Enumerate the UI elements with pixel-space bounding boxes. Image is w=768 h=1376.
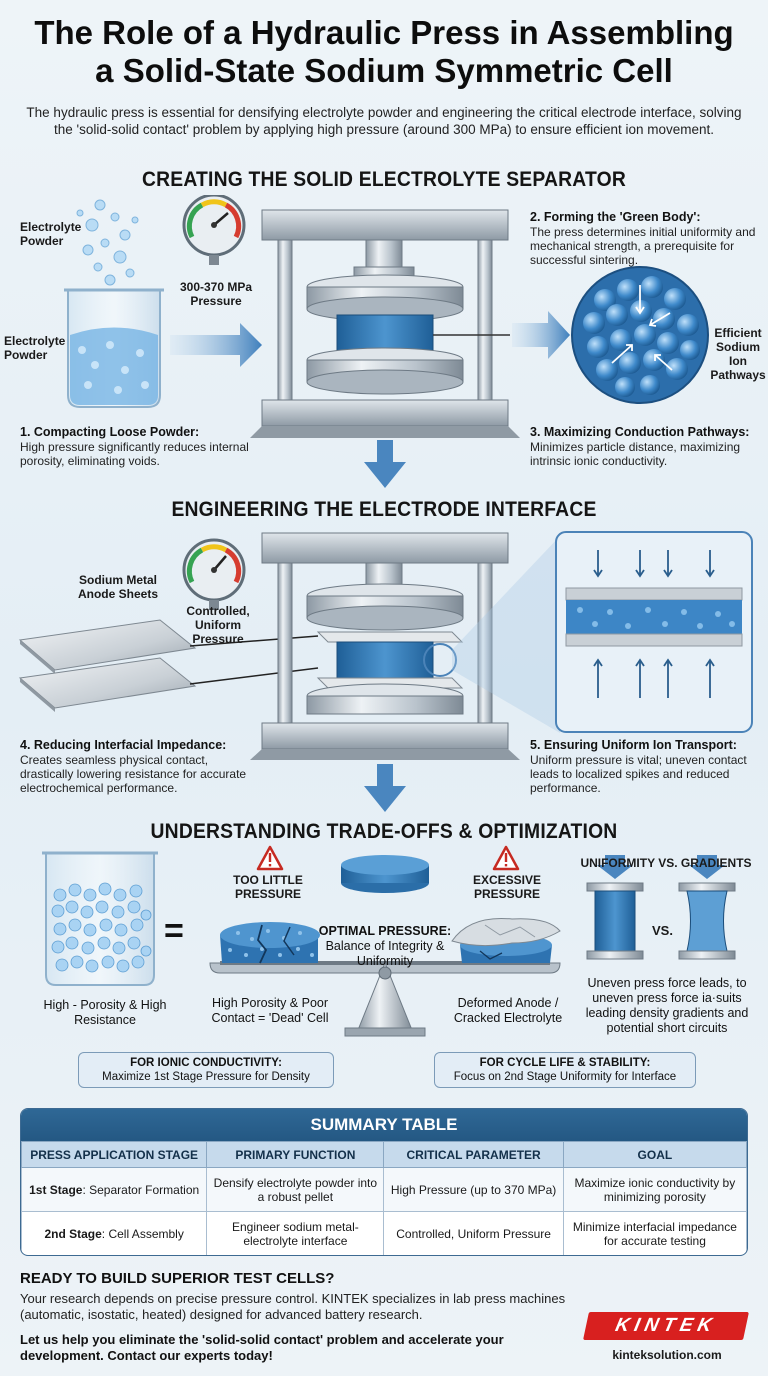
optimal-pressure-text: Balance of Integrity & Uniformity [325,939,445,968]
step-2-title: 2. Forming the 'Green Body': [530,210,701,224]
pill-2-text: Focus on 2nd Stage Uniformity for Interf… [453,1071,677,1083]
step-5-title: 5. Ensuring Uniform Ion Transport: [530,738,737,752]
title-line-2: a Solid-State Sodium Symmetric Cell [95,52,673,89]
powder-label-top: Electrolyte Powder [20,220,82,248]
pressure-gauge-icon [182,538,246,610]
arrow-right-icon [170,323,262,367]
step-4-title: 4. Reducing Interfacial Impedance: [20,738,227,752]
table-cell: Engineer sodium metal-electrolyte interf… [206,1211,385,1255]
step-3-title: 3. Maximizing Conduction Pathways: [530,425,750,439]
optimal-pressure-title: OPTIMAL PRESSURE: [318,924,452,938]
equals-sign: = [164,912,184,950]
hydraulic-press-icon [250,532,520,760]
table-cell: Densify electrolyte powder into a robust… [206,1167,385,1212]
table-row: 2nd Stage: Cell Assembly Engineer sodium… [21,1211,747,1255]
uniform-pressure-label: Controlled, Uniform Pressure [186,604,250,646]
stage-name: 1st Stage [29,1182,83,1197]
sodium-ion-pathways-icon [571,266,709,404]
step-1-block: 1. Compacting Loose Powder: High pressur… [20,425,260,468]
excessive-pressure-title: EXCESSIVE PRESSURE [472,873,542,901]
interface-illustration [18,531,753,760]
porous-beaker-icon [42,851,158,986]
arrow-down-icon [364,440,406,488]
step-1-text: High pressure significantly reduces inte… [20,440,249,468]
porous-beaker-label: High - Porosity & High Resistance [43,998,167,1027]
table-header: GOAL [562,1141,747,1168]
gauge-label: 300-370 MPa Pressure [179,280,253,308]
interface-zoom-icon [555,531,753,733]
pressure-gauge-icon [182,195,246,265]
website-link[interactable]: kinteksolution.com [612,1348,722,1362]
table-header-row: PRESS APPLICATION STAGE PRIMARY FUNCTION… [21,1141,747,1168]
summary-table-title: SUMMARY TABLE [21,1109,747,1141]
table-cell: Controlled, Uniform Pressure [383,1211,564,1255]
table-header: PRIMARY FUNCTION [206,1141,385,1168]
ionic-conductivity-pill: FOR IONIC CONDUCTIVITY: Maximize 1st Sta… [78,1052,334,1088]
pill-1-title: FOR IONIC CONDUCTIVITY: [130,1057,282,1069]
pill-1-text: Maximize 1st Stage Pressure for Density [102,1071,310,1083]
excessive-pressure-text: Deformed Anode / Cracked Electrolyte [453,996,563,1025]
anode-sheets-icon [18,619,197,712]
step-4-text: Creates seamless physical contact, drast… [20,753,247,795]
powder-label-side: Electrolyte Powder [4,334,66,362]
step-5-block: 5. Ensuring Uniform Ion Transport: Unifo… [530,738,760,795]
step-4-block: 4. Reducing Interfacial Impedance: Creat… [20,738,260,795]
section-heading-interface: ENGINEERING THE ELECTRODE INTERFACE [171,498,597,521]
cycle-life-pill: FOR CYCLE LIFE & STABILITY: Focus on 2nd… [434,1052,696,1088]
table-cell: Minimize interfacial impedance for accur… [562,1211,747,1255]
title-line-1: The Role of a Hydraulic Press in Assembl… [34,14,734,51]
gradient-cylinder-icon [678,855,736,960]
table-cell-stage: 2nd Stage: Cell Assembly [21,1211,208,1255]
warning-icon [492,845,520,871]
step-1-title: 1. Compacting Loose Powder: [20,425,200,439]
step-2-block: 2. Forming the 'Green Body': The press d… [530,210,760,267]
uniformity-title: UNIFORMITY VS. GRADIENTS [580,856,752,870]
optimal-pressure-block: OPTIMAL PRESSURE: Balance of Integrity &… [318,924,452,969]
pill-2-title: FOR CYCLE LIFE & STABILITY: [479,1057,651,1069]
table-header: CRITICAL PARAMETER [383,1141,564,1168]
table-cell: High Pressure (up to 370 MPa) [383,1167,564,1212]
cracked-pellet-icon [220,922,320,964]
deformed-anode-icon [451,917,561,963]
section-heading-separator: CREATING THE SOLID ELECTROLYTE SEPARATOR [142,168,626,191]
cta-contact-text: Let us help you eliminate the 'solid-sol… [20,1332,504,1363]
page-title: The Role of a Hydraulic Press in Assembl… [0,14,768,90]
step-3-block: 3. Maximizing Conduction Pathways: Minim… [530,425,760,468]
cta-text: Your research depends on precise pressur… [20,1291,566,1322]
vs-label: VS. [652,923,673,938]
pathway-label: Efficient Sodium Ion Pathways [710,326,766,382]
step-5-text: Uniform pressure is vital; uneven contac… [530,753,747,795]
separator-illustration [64,195,709,438]
powder-particles [76,199,139,286]
beaker-icon [64,288,164,408]
table-row: 1st Stage: Separator Formation Densify e… [21,1167,747,1212]
warning-icon [256,845,284,871]
anode-label: Sodium Metal Anode Sheets [77,573,158,601]
arrow-down-icon [364,764,406,812]
too-little-pressure-title: TOO LITTLE PRESSURE [233,873,303,901]
too-little-pressure-text: High Porosity & Poor Contact = 'Dead' Ce… [211,996,329,1025]
table-cell: Maximize ionic conductivity by minimizin… [562,1167,747,1212]
uniform-cylinder-icon [586,855,644,960]
tradeoffs-illustration [42,845,736,1037]
step-3-text: Minimizes particle distance, maximizing … [530,440,741,468]
step-2-text: The press determines initial uniformity … [530,225,756,267]
arrow-right-icon [512,311,570,359]
uniformity-text: Uneven press force leads, to uneven pres… [585,976,749,1035]
stage-name: 2nd Stage [44,1226,102,1241]
stage-desc: : Separator Formation [82,1182,200,1197]
stage-desc: : Cell Assembly [101,1226,184,1241]
table-header: PRESS APPLICATION STAGE [21,1141,208,1168]
summary-table: SUMMARY TABLE PRESS APPLICATION STAGE PR… [20,1108,748,1256]
hydraulic-press-icon [250,209,520,438]
intro-text: The hydraulic press is essential for den… [26,105,742,137]
cta-heading: READY TO BUILD SUPERIOR TEST CELLS? [20,1270,335,1287]
kintek-logo: KINTEK [583,1312,749,1340]
section-heading-tradeoffs: UNDERSTANDING TRADE-OFFS & OPTIMIZATION [150,820,618,843]
table-cell-stage: 1st Stage: Separator Formation [21,1167,208,1212]
optimal-pellet-icon [341,855,429,893]
